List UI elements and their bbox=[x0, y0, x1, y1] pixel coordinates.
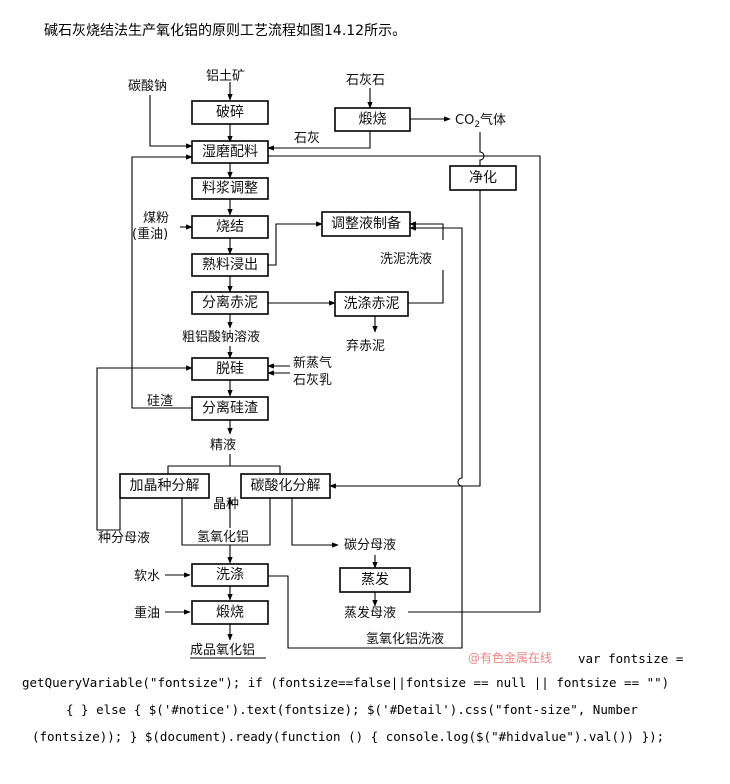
watermark: @有色金属在线 bbox=[468, 651, 553, 665]
box-calcine-final: 煅烧 bbox=[191, 600, 269, 625]
box-wash-mud: 洗涤赤泥 bbox=[334, 291, 409, 317]
box-crush: 破碎 bbox=[191, 100, 269, 125]
box-desil: 脱硅 bbox=[191, 357, 269, 381]
box-purify: 净化 bbox=[449, 165, 517, 191]
label-waste-mud: 弃赤泥 bbox=[346, 339, 385, 354]
label-heavy-oil-paren: (重油) bbox=[132, 226, 168, 242]
label-steam: 新蒸气 bbox=[293, 355, 332, 371]
box-calcine-lime: 煅烧 bbox=[334, 107, 411, 132]
svg-text:料浆调整: 料浆调整 bbox=[202, 181, 258, 197]
box-seed-decomp: 加晶种分解 bbox=[119, 473, 210, 499]
label-seed-mother: 种分母液 bbox=[98, 531, 150, 546]
code-line-2: getQueryVariable("fontsize"); if (fontsi… bbox=[22, 675, 670, 690]
box-evaporate: 蒸发 bbox=[339, 567, 411, 593]
box-sep-mud: 分离赤泥 bbox=[191, 291, 269, 315]
label-limestone: 石灰石 bbox=[346, 73, 385, 88]
label-soda: 碳酸钠 bbox=[128, 79, 167, 94]
label-carb-mother: 碳分母液 bbox=[344, 538, 396, 553]
box-leach: 熟料浸出 bbox=[191, 253, 269, 277]
svg-text:破碎: 破碎 bbox=[216, 105, 244, 121]
label-refined: 精液 bbox=[210, 438, 236, 453]
box-carb-decomp: 碳酸化分解 bbox=[240, 473, 331, 499]
label-seed: 晶种 bbox=[213, 497, 239, 512]
code-line-4: (fontsize)); } $(document).ready(functio… bbox=[32, 729, 665, 744]
svg-text:蒸发: 蒸发 bbox=[361, 572, 389, 588]
box-sep-si: 分离硅渣 bbox=[191, 396, 269, 421]
box-wash: 洗涤 bbox=[191, 563, 269, 587]
svg-text:煅烧: 煅烧 bbox=[216, 605, 244, 621]
label-soft-water: 软水 bbox=[134, 569, 160, 584]
label-bauxite: 铝土矿 bbox=[206, 69, 245, 84]
svg-text:洗涤赤泥: 洗涤赤泥 bbox=[344, 296, 400, 312]
svg-text:净化: 净化 bbox=[469, 170, 497, 186]
code-line-1: var fontsize = bbox=[578, 651, 684, 666]
label-evap-mother: 蒸发母液 bbox=[344, 605, 396, 621]
box-sinter: 烧结 bbox=[191, 215, 269, 239]
svg-text:分离赤泥: 分离赤泥 bbox=[202, 294, 258, 311]
svg-text:煅烧: 煅烧 bbox=[359, 112, 387, 128]
code-line-3: { } else { $('#notice').text(fontsize); … bbox=[66, 702, 638, 717]
flow-lines bbox=[96, 82, 541, 649]
svg-text:烧结: 烧结 bbox=[216, 219, 244, 235]
svg-text:调整液制备: 调整液制备 bbox=[331, 215, 401, 232]
label-si-slag: 硅渣 bbox=[147, 394, 173, 409]
label-mud-wash-liquor: 洗泥洗液 bbox=[380, 252, 432, 267]
label-hydroxide: 氢氧化铝 bbox=[197, 530, 249, 545]
box-wet-grind: 湿磨配料 bbox=[191, 140, 269, 164]
box-adjust-liquor: 调整液制备 bbox=[321, 211, 411, 237]
label-lime-milk: 石灰乳 bbox=[293, 373, 332, 388]
svg-text:湿磨配料: 湿磨配料 bbox=[202, 144, 258, 160]
svg-text:脱硅: 脱硅 bbox=[216, 361, 244, 377]
svg-text:洗涤: 洗涤 bbox=[216, 567, 244, 583]
svg-text:分离硅渣: 分离硅渣 bbox=[202, 400, 258, 417]
label-product: 成品氧化铝 bbox=[190, 643, 255, 658]
label-heavy-oil: 重油 bbox=[134, 605, 160, 621]
svg-text:熟料浸出: 熟料浸出 bbox=[202, 257, 258, 273]
label-lime: 石灰 bbox=[294, 131, 320, 146]
heading: 碱石灰烧结法生产氧化铝的原则工艺流程如图14.12所示。 bbox=[44, 23, 407, 39]
svg-text:碳酸化分解: 碳酸化分解 bbox=[251, 478, 321, 494]
label-coal: 煤粉 bbox=[143, 211, 169, 226]
label-crude-aluminate: 粗铝酸钠溶液 bbox=[182, 330, 260, 345]
svg-text:加晶种分解: 加晶种分解 bbox=[130, 478, 200, 494]
label-hydroxide-wash: 氢氧化铝洗液 bbox=[366, 632, 444, 647]
label-co2: CO2气体 bbox=[455, 112, 506, 130]
box-slurry-adjust: 料浆调整 bbox=[191, 177, 269, 200]
